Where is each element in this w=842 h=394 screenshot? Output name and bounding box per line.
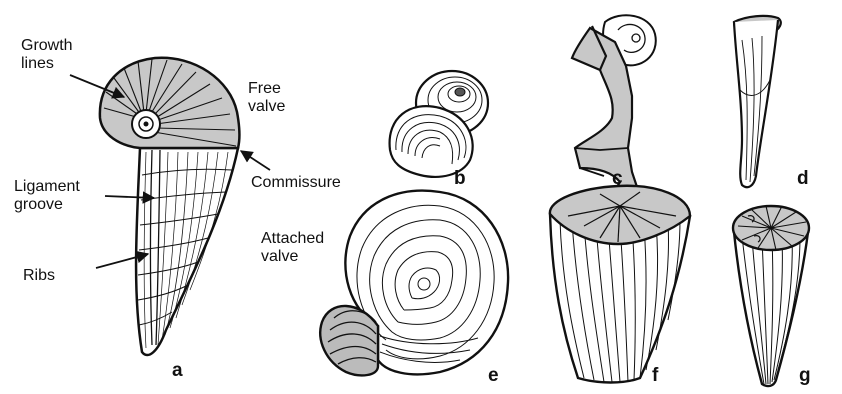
panel-letter-e: e — [488, 365, 499, 387]
panel-g-shell — [733, 206, 809, 386]
panel-b-shell — [390, 71, 488, 177]
free-valve-label: Free valve — [248, 80, 285, 116]
panel-e-shell — [320, 191, 508, 376]
commissure-label: Commissure — [251, 174, 341, 192]
panel-d-shell — [734, 16, 781, 187]
panel-letter-d: d — [797, 168, 809, 190]
free-valve-label-line2: valve — [248, 98, 285, 116]
free-valve-label-line1: Free — [248, 80, 285, 98]
panel-letter-b: b — [454, 168, 466, 190]
panel-letter-a: a — [172, 360, 183, 382]
growth-lines-label-line2: lines — [21, 55, 73, 73]
ribs-label: Ribs — [23, 267, 55, 285]
ligament-groove-label-line1: Ligament — [14, 178, 80, 196]
attached-valve-label: Attached valve — [261, 230, 324, 266]
panel-letter-f: f — [652, 365, 658, 387]
ligament-groove-label: Ligament groove — [14, 178, 80, 214]
attached-valve-label-line1: Attached — [261, 230, 324, 248]
panel-f-shell — [550, 186, 690, 383]
growth-lines-label: Growth lines — [21, 37, 73, 73]
growth-lines-label-line1: Growth — [21, 37, 73, 55]
panel-a-shell — [100, 58, 240, 355]
attached-valve-label-line2: valve — [261, 248, 324, 266]
ligament-groove-label-line2: groove — [14, 196, 80, 214]
panel-letter-g: g — [799, 365, 811, 387]
commissure-arrow — [241, 151, 270, 170]
panel-letter-c: c — [612, 168, 623, 190]
